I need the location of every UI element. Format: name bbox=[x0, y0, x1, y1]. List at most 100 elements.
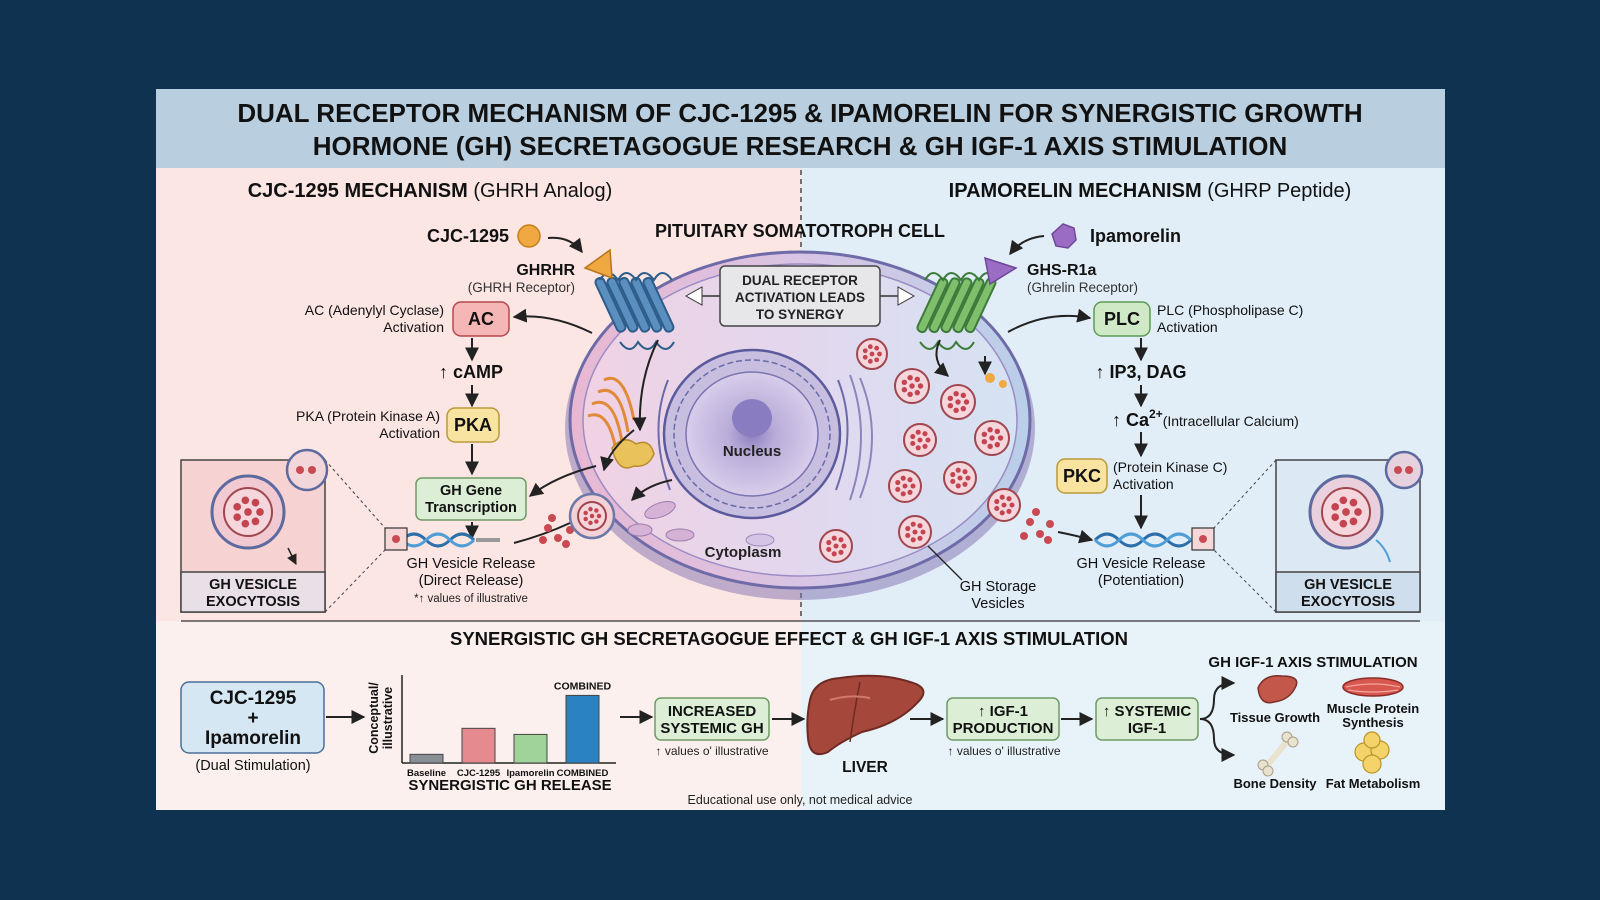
gh-granule bbox=[826, 546, 832, 553]
ghs-r1a-binding-site bbox=[984, 256, 1018, 286]
gh-granule bbox=[962, 481, 968, 487]
gh-granule bbox=[900, 491, 906, 497]
gh-granule bbox=[1331, 513, 1340, 522]
ac-activation-label: Activation bbox=[383, 319, 444, 335]
gh-granule bbox=[909, 383, 915, 389]
gh-granule bbox=[901, 379, 908, 386]
pkc-label: (Protein Kinase C) bbox=[1113, 459, 1227, 475]
gh-granule bbox=[957, 475, 963, 481]
plc-activation-label: Activation bbox=[1157, 319, 1218, 335]
gh-granule bbox=[955, 399, 961, 405]
gh-granule bbox=[1026, 518, 1034, 526]
gh-granule bbox=[566, 526, 574, 534]
gh-granule bbox=[950, 478, 956, 485]
gh-granule bbox=[950, 471, 956, 478]
svg-text:GH VESICLE: GH VESICLE bbox=[209, 577, 297, 593]
synergy-callout: DUAL RECEPTOR ACTIVATION LEADS TO SYNERG… bbox=[684, 265, 916, 327]
gh-granule bbox=[953, 407, 959, 414]
ghrhr-label: GHRHR bbox=[516, 262, 575, 279]
title-band bbox=[156, 89, 1445, 168]
gh-granule bbox=[960, 392, 967, 399]
gh-granule bbox=[905, 525, 911, 532]
gh-granule bbox=[1001, 502, 1007, 508]
gh-granule bbox=[867, 358, 873, 364]
liver-label: LIVER bbox=[842, 759, 888, 776]
svg-text:TO SYNERGY: TO SYNERGY bbox=[756, 307, 844, 322]
fat-metabolism-label: Fat Metabolism bbox=[1326, 776, 1421, 791]
bar-ipamorelin bbox=[513, 733, 548, 764]
gh-granule bbox=[907, 391, 913, 398]
exocytosis-inset-left: GH VESICLE EXOCYTOSIS bbox=[180, 448, 386, 613]
ac-box bbox=[452, 301, 510, 337]
gh-granule bbox=[588, 506, 593, 512]
dual-stimulation-box: CJC-1295 + Ipamorelin bbox=[180, 681, 325, 754]
gh-granule bbox=[905, 532, 911, 539]
pkc-box bbox=[1056, 458, 1108, 494]
gh-granule bbox=[877, 351, 882, 357]
pkc-box-label: PKC bbox=[1063, 466, 1101, 486]
gh-granule bbox=[1354, 508, 1362, 516]
gh-granule bbox=[233, 502, 242, 511]
muscle-protein-icon bbox=[1342, 677, 1404, 697]
bottom-heading: SYNERGISTIC GH SECRETAGOGUE EFFECT & GH … bbox=[450, 628, 1128, 649]
bar-cjc-1295 bbox=[461, 727, 496, 764]
gh-granule bbox=[914, 389, 921, 396]
gh-granule bbox=[895, 486, 901, 493]
right-heading: IPAMORELIN MECHANISM (GHRP Peptide) bbox=[949, 180, 1352, 202]
gh-granule bbox=[548, 514, 556, 522]
ipamorelin-label: Ipamorelin bbox=[1090, 226, 1181, 246]
gh-granule bbox=[1046, 520, 1054, 528]
pka-label: PKA (Protein Kinase A) bbox=[296, 408, 440, 424]
gh-granule bbox=[947, 395, 954, 402]
gh-granule bbox=[1339, 519, 1348, 528]
gh-granules-right bbox=[1020, 508, 1054, 544]
gh-granule bbox=[910, 433, 916, 440]
bone-density-label: Bone Density bbox=[1233, 776, 1317, 791]
gh-granule bbox=[955, 483, 961, 489]
gh-granule bbox=[1036, 530, 1044, 538]
fat-cells-icon bbox=[1354, 731, 1390, 774]
gh-granule bbox=[901, 386, 908, 393]
gh-granule bbox=[862, 354, 868, 360]
gh-granule bbox=[947, 402, 954, 409]
gh-granule bbox=[1044, 536, 1052, 544]
gh-granule bbox=[915, 445, 921, 451]
golgi-apparatus bbox=[587, 377, 636, 451]
cjc-1295-molecule-icon bbox=[517, 224, 541, 248]
gh-granule bbox=[256, 508, 264, 516]
gh-granule bbox=[994, 505, 1000, 512]
tick-label: CJC-1295 bbox=[457, 768, 501, 779]
increased-systemic-gh-box: INCREASED SYSTEMIC GH bbox=[654, 697, 770, 741]
gh-granule bbox=[920, 529, 926, 535]
gh-granule bbox=[953, 390, 959, 397]
systemic-igf-1-box: ↑ SYSTEMIC IGF-1 bbox=[1095, 697, 1199, 741]
somatotroph-cell: Nucleus Cytoplasm bbox=[565, 250, 1035, 600]
gh-granule bbox=[544, 524, 552, 532]
axis-stimulation-title: GH IGF-1 AXIS STIMULATION bbox=[1208, 654, 1417, 671]
ghs-r1a-receptor bbox=[916, 256, 1018, 350]
exocytosis-inset-right: GH VESICLE EXOCYTOSIS bbox=[1213, 450, 1424, 613]
pka-box bbox=[446, 407, 500, 443]
gh-granule bbox=[1331, 502, 1340, 511]
ghrhr-binding-site bbox=[583, 248, 613, 280]
svg-text:DUAL RECEPTOR: DUAL RECEPTOR bbox=[742, 273, 858, 288]
tissue-growth-icon bbox=[1257, 675, 1298, 704]
ghs-r1a-sub-label: (Ghrelin Receptor) bbox=[1027, 280, 1138, 295]
gh-granule bbox=[989, 435, 995, 441]
gh-granule bbox=[962, 469, 968, 475]
plc-label: PLC (Phospholipase C) bbox=[1157, 302, 1303, 318]
gh-granule bbox=[862, 348, 868, 354]
gh-granule bbox=[1006, 496, 1012, 502]
calcium-label: ↑ Ca2+(Intracellular Calcium) bbox=[1112, 407, 1299, 430]
gh-granule bbox=[539, 536, 547, 544]
increased-gh-note: ↑ values o' illustrative bbox=[655, 744, 768, 758]
gh-granule bbox=[826, 539, 832, 546]
gh-granule bbox=[910, 483, 916, 489]
gh-granule bbox=[589, 513, 595, 519]
gh-granule bbox=[907, 477, 913, 483]
gh-granule bbox=[900, 475, 906, 481]
pka-activation-label: Activation bbox=[379, 425, 440, 441]
gh-granule bbox=[994, 498, 1000, 505]
svg-text:EXOCYTOSIS: EXOCYTOSIS bbox=[1301, 594, 1395, 610]
